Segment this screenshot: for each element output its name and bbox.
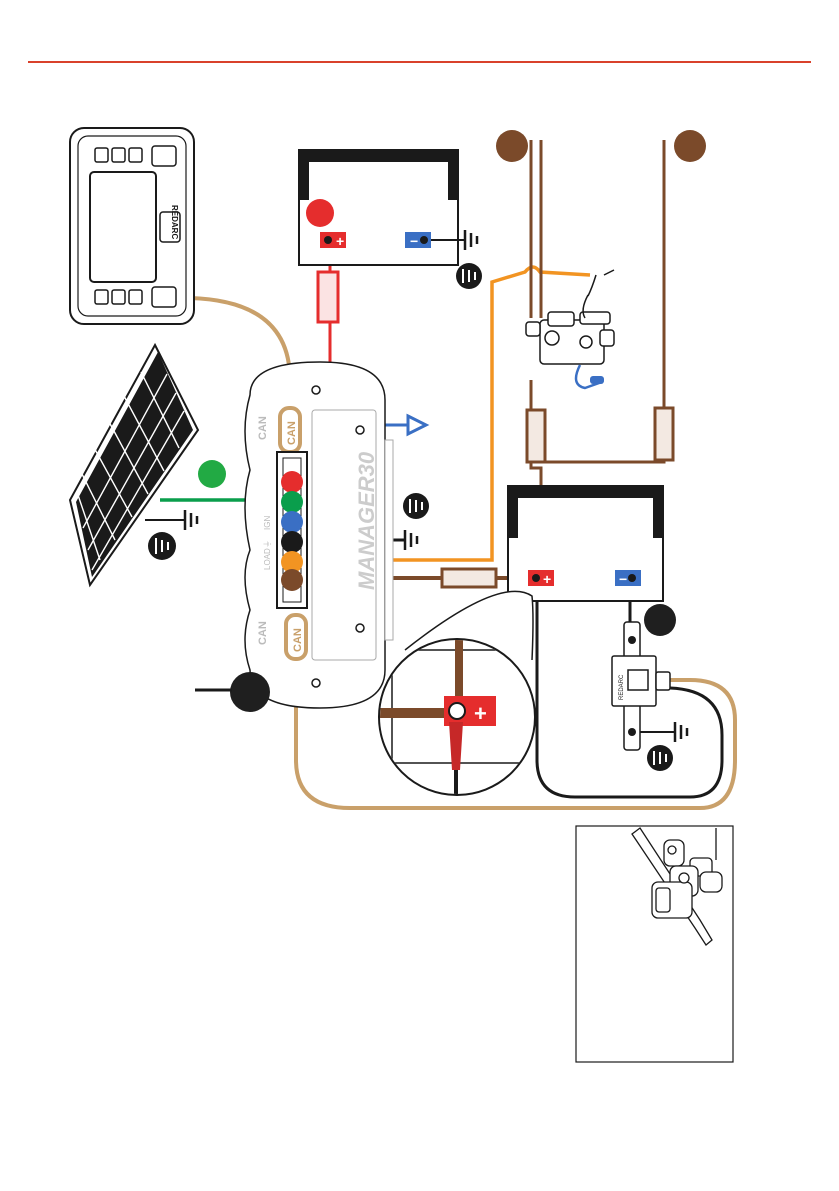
svg-text:CAN: CAN — [286, 421, 298, 445]
terminal-red — [281, 471, 303, 493]
can-port-bottom: CAN — [286, 615, 306, 659]
marker-circle-black-controller — [230, 672, 270, 712]
svg-text:+: + — [474, 701, 487, 726]
terminal-block — [277, 452, 307, 608]
marker-circle-black-shunt — [644, 604, 676, 636]
brown-wire-right — [531, 140, 664, 462]
display-screen — [90, 172, 156, 282]
inset-detail-box — [576, 826, 733, 1062]
svg-text:+: + — [336, 233, 344, 249]
svg-text:CAN: CAN — [292, 628, 304, 652]
solar-panel — [70, 345, 198, 585]
terminal-label-gnd: ⏚ — [263, 540, 272, 548]
marker-circle-brown-right — [674, 130, 706, 162]
aux-battery-negative-terminal: − — [615, 570, 641, 587]
marker-circle-brown-left — [496, 130, 528, 162]
can-side-label-top: CAN — [257, 416, 269, 440]
can-side-label-bottom: CAN — [257, 621, 269, 645]
terminal-green — [281, 491, 303, 513]
marker-circle-red — [306, 199, 334, 227]
start-battery-positive-terminal: + — [320, 232, 346, 249]
display-button — [95, 148, 108, 162]
display-button — [95, 290, 108, 304]
display-button — [152, 146, 176, 166]
terminal-blue — [281, 511, 303, 533]
terminal-black — [281, 531, 303, 553]
controller-model: MANAGER30 — [354, 451, 379, 590]
battery-manager-unit: MANAGER30 CAN CAN IGN ⏚ LOAD — [245, 362, 393, 708]
ignition-arrow-icon — [408, 416, 426, 434]
shunt-label: REDARC — [619, 674, 625, 700]
display-brand: REDARC — [170, 205, 179, 239]
display-button — [112, 148, 125, 162]
fuse-start-battery — [318, 272, 338, 322]
terminal-label-ign: IGN — [263, 516, 272, 530]
remote-display: REDARC — [70, 128, 194, 324]
display-button — [129, 290, 142, 304]
fuse-aux-battery — [442, 569, 496, 587]
terminal-label-load: LOAD — [263, 548, 272, 570]
chassis-ground-icon — [456, 263, 482, 289]
current-shunt: REDARC — [612, 622, 670, 750]
fuse-right-vertical — [655, 408, 673, 460]
start-battery-negative-terminal: − — [405, 232, 431, 249]
ground-icon — [675, 722, 687, 742]
ground-icon — [185, 510, 197, 530]
display-button — [112, 290, 125, 304]
chassis-ground-icon — [403, 493, 429, 519]
fuse-left-vertical — [527, 410, 545, 462]
can-port-top: CAN — [280, 408, 300, 452]
display-button — [152, 287, 176, 307]
ground-icon — [405, 530, 417, 550]
aux-battery-positive-terminal: + — [528, 570, 554, 587]
svg-text:−: − — [619, 571, 627, 587]
ground-icon — [465, 230, 477, 250]
chassis-ground-icon — [647, 745, 673, 771]
relay-isolator — [526, 275, 614, 364]
svg-text:+: + — [543, 571, 551, 587]
svg-text:−: − — [410, 233, 418, 249]
marker-circle-green — [198, 460, 226, 488]
display-button — [129, 148, 142, 162]
terminal-brown — [281, 569, 303, 591]
chassis-ground-icon — [148, 532, 176, 560]
